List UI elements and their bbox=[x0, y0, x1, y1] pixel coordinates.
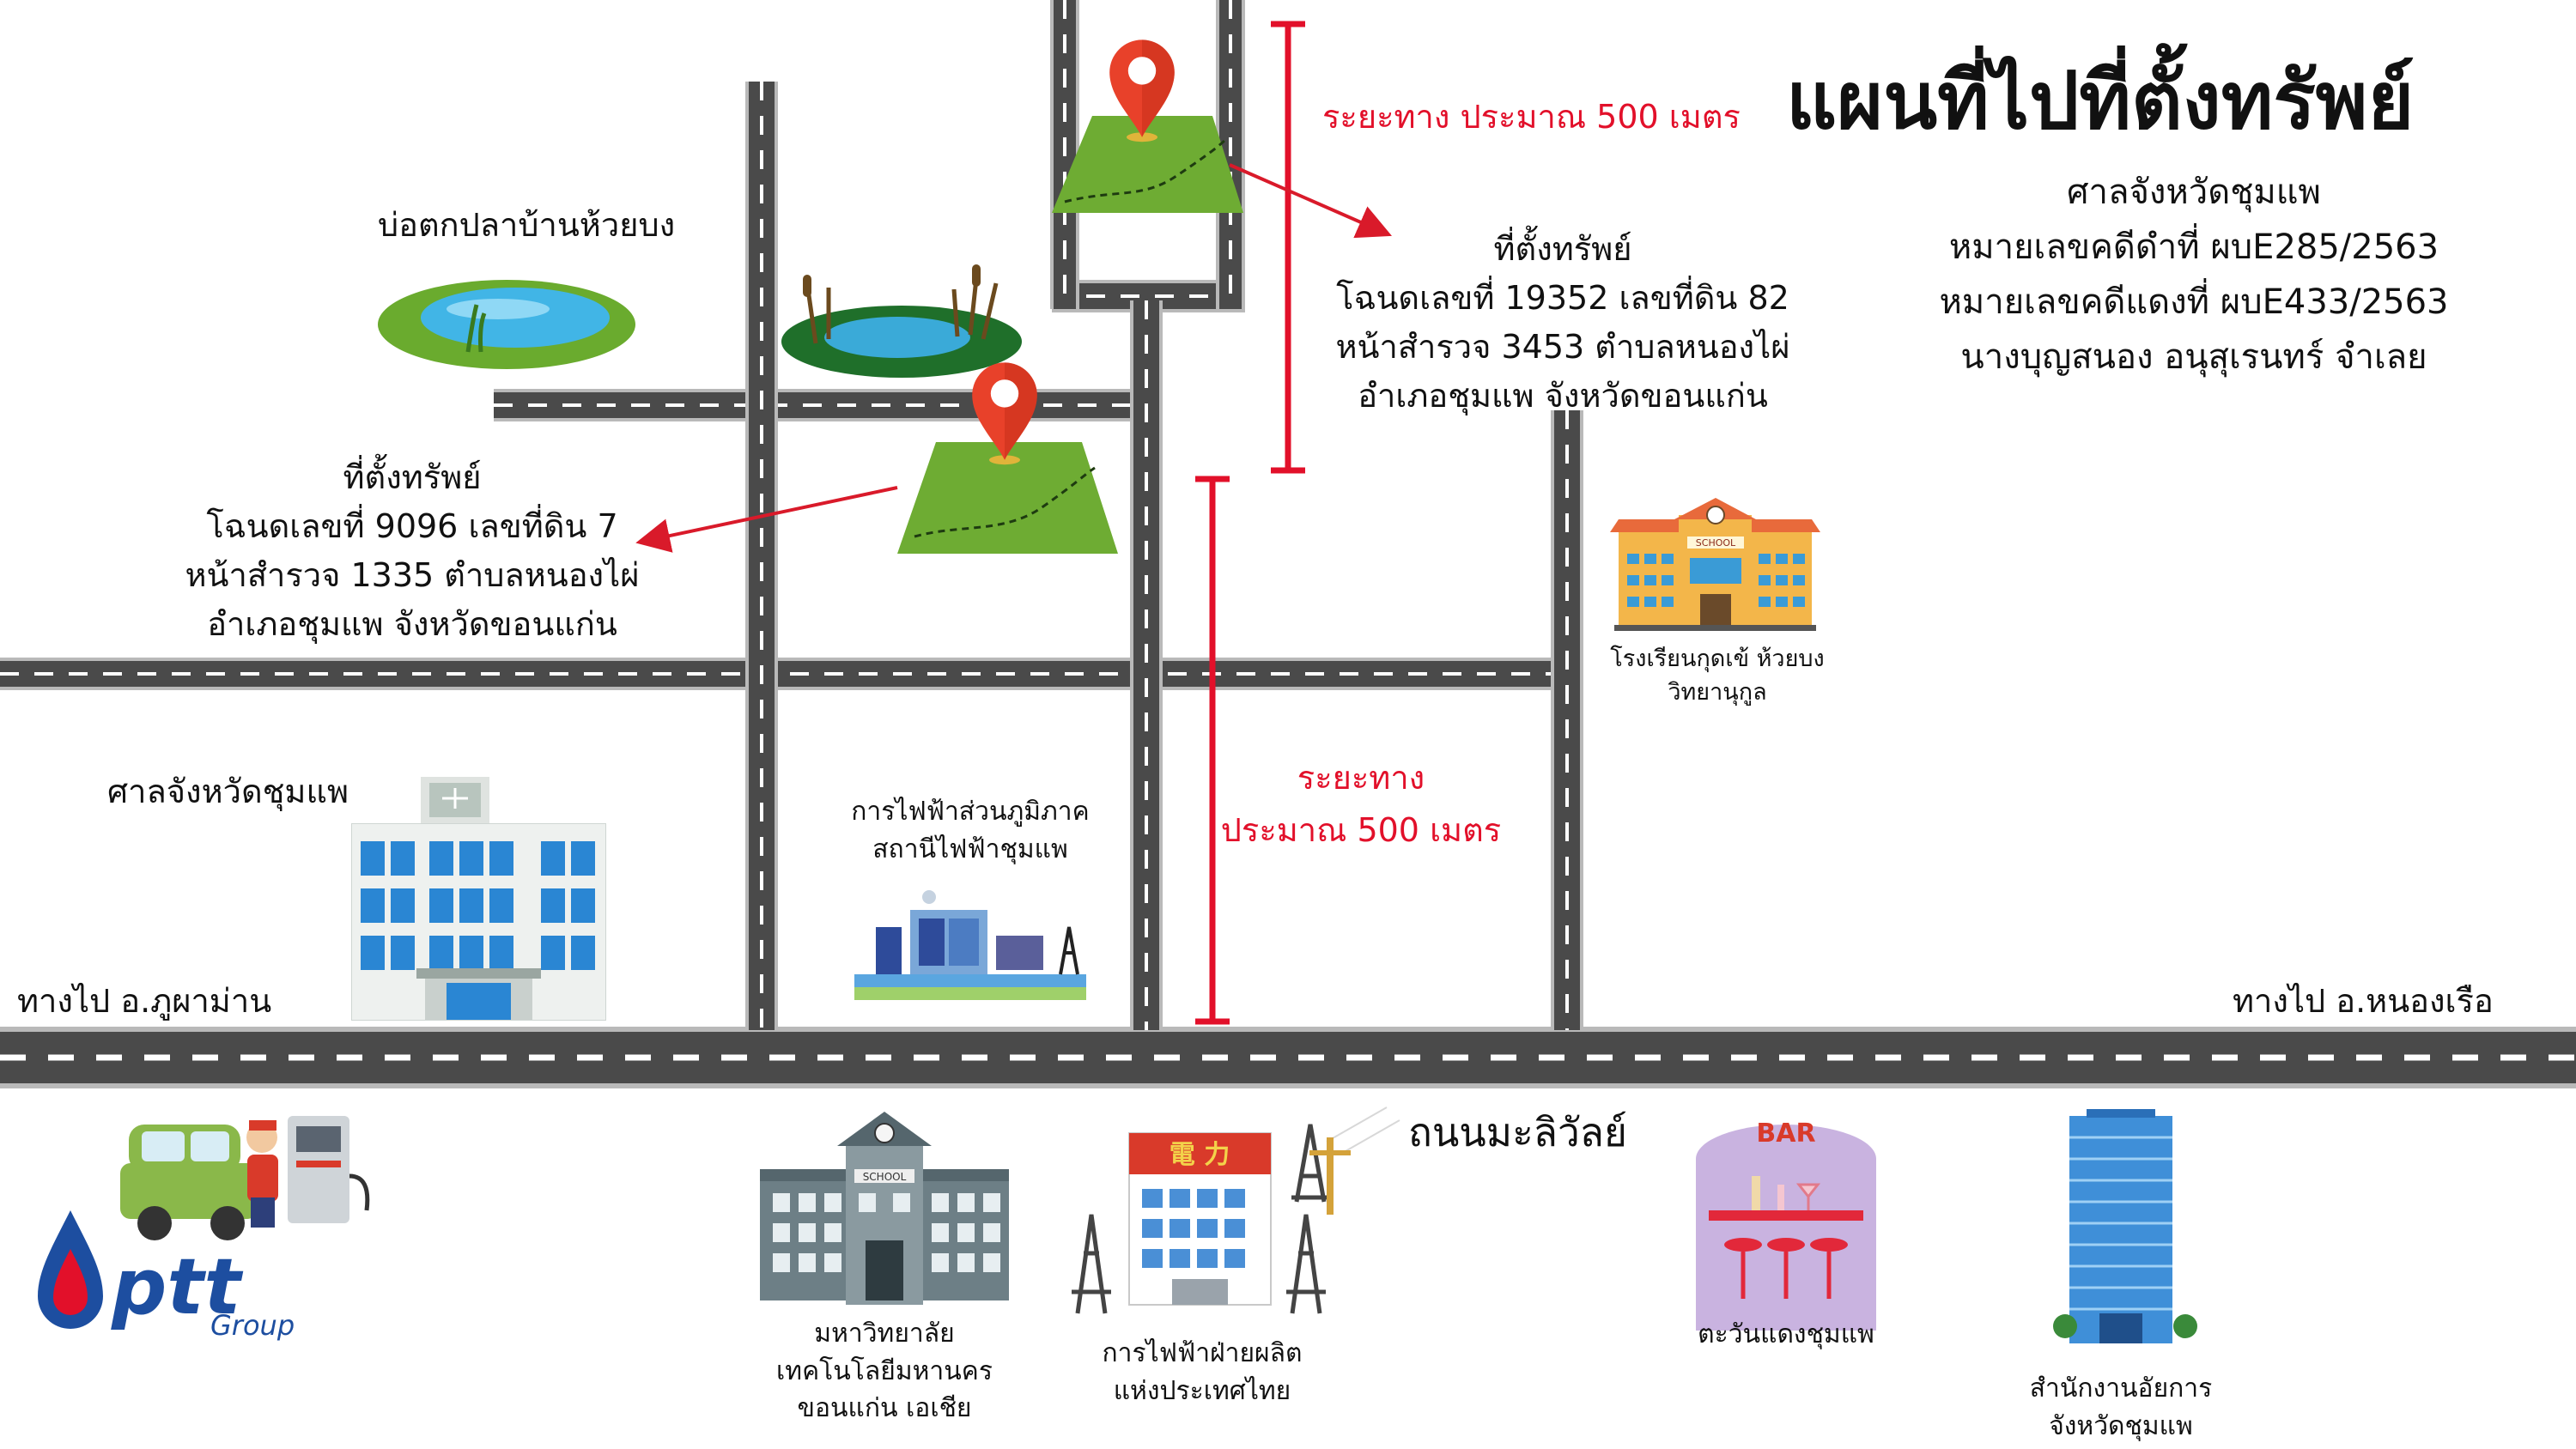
egat-line1: การไฟฟ้าฝ่ายผลิต bbox=[1102, 1338, 1303, 1368]
egat-line2: แห่งประเทศไทย bbox=[1113, 1375, 1291, 1406]
office-tower-icon bbox=[2053, 1109, 2197, 1343]
university-line3: ขอนแก่น เอเชีย bbox=[797, 1393, 972, 1423]
bar-sign: BAR bbox=[1756, 1119, 1815, 1149]
court-building-icon bbox=[351, 777, 606, 1021]
case-info-block: ศาลจังหวัดชุมแพ หมายเลขคดีดำที่ ผบE285/2… bbox=[1911, 165, 2477, 385]
property-1-line3: หน้าสำรวจ 3453 ตำบลหนองไผ่ bbox=[1335, 328, 1790, 366]
property-1-label: ที่ตั้งทรัพย์ โฉนดเลขที่ 19352 เลขที่ดิน… bbox=[1314, 225, 1812, 421]
prosecutor-label: สำนักงานอัยการ จังหวัดชุมแพ bbox=[1992, 1370, 2250, 1445]
arrow-to-property-1 bbox=[1229, 163, 1392, 239]
bar-icon: BAR bbox=[1696, 1119, 1876, 1331]
road-v-a bbox=[745, 82, 778, 1030]
university-building-icon: SCHOOL bbox=[760, 1112, 1009, 1305]
prosecutor-line1: สำนักงานอัยการ bbox=[2029, 1373, 2213, 1404]
road-v-b bbox=[1130, 300, 1163, 1030]
property-2-line4: อำเภอชุมแพ จังหวัดขอนแก่น bbox=[207, 605, 617, 643]
school-line1: โรงเรียนกุดเข้ ห้วยบง bbox=[1610, 646, 1825, 672]
distance-bar-top bbox=[1271, 21, 1305, 474]
power-plant-icon: 電 力 bbox=[1072, 1106, 1400, 1314]
substation-line1: การไฟฟ้าส่วนภูมิภาค bbox=[851, 797, 1090, 827]
black-case-number: หมายเลขคดีดำที่ ผบE285/2563 bbox=[1948, 227, 2439, 267]
egat-label: การไฟฟ้าฝ่ายผลิต แห่งประเทศไทย bbox=[1065, 1335, 1340, 1410]
school-line2: วิทยานุกูล bbox=[1668, 679, 1767, 706]
road-v-c bbox=[1050, 0, 1079, 309]
property-2-line3: หน้าสำรวจ 1335 ตำบลหนองไผ่ bbox=[185, 556, 640, 594]
bar-label: ตะวันแดงชุมแพ bbox=[1698, 1319, 1874, 1349]
road-network bbox=[0, 0, 2576, 1088]
road-h-upper bbox=[494, 389, 1155, 421]
court-name: ศาลจังหวัดชุมแพ bbox=[2067, 173, 2321, 212]
prosecutor-line2: จังหวัดชุมแพ bbox=[2049, 1410, 2193, 1441]
university-label: มหาวิทยาลัย เทคโนโลยีมหานคร ขอนแก่น เอเช… bbox=[738, 1315, 1030, 1428]
distance-label-mid: ระยะทาง ประมาณ 500 เมตร bbox=[1215, 752, 1507, 857]
fish-pond-icon bbox=[378, 280, 635, 369]
ptt-brand-text: ptt bbox=[111, 1242, 243, 1332]
school-building-icon: SCHOOL bbox=[1610, 498, 1820, 631]
direction-left-label: ทางไป อ.ภูผาม่าน bbox=[17, 982, 272, 1020]
substation-line2: สถานีไฟฟ้าชุมแพ bbox=[872, 834, 1068, 864]
property-2-line2: โฉนดเลขที่ 9096 เลขที่ดิน 7 bbox=[206, 507, 618, 545]
property-2-line1: ที่ตั้งทรัพย์ bbox=[343, 458, 482, 496]
university-line1: มหาวิทยาลัย bbox=[814, 1319, 955, 1349]
school-sign-2: SCHOOL bbox=[863, 1171, 907, 1183]
substation-icon bbox=[854, 890, 1086, 1000]
arrow-to-property-2 bbox=[635, 486, 898, 553]
property-2-label: ที่ตั้งทรัพย์ โฉนดเลขที่ 9096 เลขที่ดิน … bbox=[176, 453, 648, 649]
direction-right-label: ทางไป อ.หนองเรือ bbox=[2233, 982, 2494, 1020]
fish-pond-label: บ่อตกปลาบ้านห้วยบง bbox=[378, 206, 676, 244]
road-name-label: ถนนมะลิวัลย์ bbox=[1408, 1109, 1627, 1155]
university-line2: เทคโนโลยีมหานคร bbox=[776, 1355, 993, 1386]
school-sign-1: SCHOOL bbox=[1696, 537, 1736, 549]
property-1-line2: โฉนดเลขที่ 19352 เลขที่ดิน 82 bbox=[1336, 279, 1789, 317]
gas-station-icon bbox=[120, 1116, 370, 1240]
property-1-line4: อำเภอชุมแพ จังหวัดขอนแก่น bbox=[1358, 377, 1768, 415]
school-label: โรงเรียนกุดเข้ ห้วยบง วิทยานุกูล bbox=[1580, 642, 1855, 709]
property-plot-2 bbox=[897, 442, 1118, 554]
property-plot-1 bbox=[1052, 116, 1243, 213]
ptt-logo-icon: ptt Group bbox=[38, 1210, 295, 1342]
ptt-group-text: Group bbox=[210, 1309, 295, 1342]
main-road bbox=[0, 1028, 2576, 1087]
distance-mid-line1: ระยะทาง bbox=[1297, 759, 1425, 797]
pond-reeds-icon bbox=[781, 264, 1022, 378]
court-building-label: ศาลจังหวัดชุมแพ bbox=[107, 773, 349, 810]
defendant-name: นางบุญสนอง อนุสุเรนทร์ จำเลย bbox=[1960, 337, 2427, 377]
property-1-line1: ที่ตั้งทรัพย์ bbox=[1493, 230, 1632, 268]
map-title: แผนที่ไปที่ตั้งทรัพย์ bbox=[1786, 55, 2415, 147]
distance-label-top: ระยะทาง ประมาณ 500 เมตร bbox=[1322, 98, 1741, 136]
substation-label: การไฟฟ้าส่วนภูมิภาค สถานีไฟฟ้าชุมแพ bbox=[799, 793, 1142, 868]
distance-mid-line2: ประมาณ 500 เมตร bbox=[1220, 810, 1502, 849]
egat-sign: 電 力 bbox=[1170, 1140, 1230, 1170]
red-case-number: หมายเลขคดีแดงที่ ผบE433/2563 bbox=[1939, 282, 2449, 322]
distance-bar-mid bbox=[1195, 476, 1230, 1025]
road-v-e bbox=[1551, 410, 1583, 1030]
